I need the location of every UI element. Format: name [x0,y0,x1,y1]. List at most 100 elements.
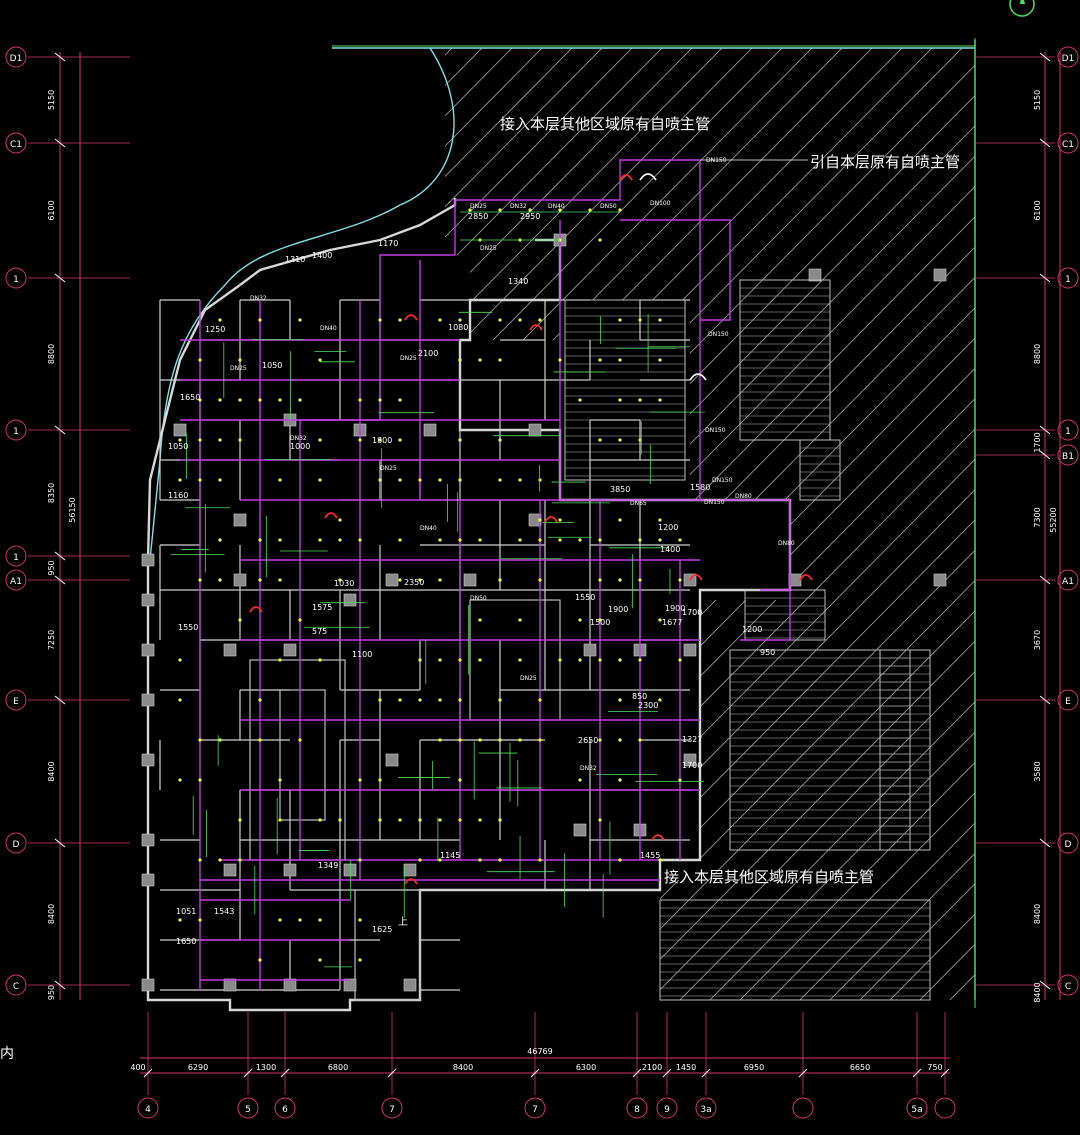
left-dim-label: 950 [47,560,56,575]
sprinkler-head [518,478,522,482]
hatch-line [969,48,975,1000]
column [233,573,247,587]
column [141,753,155,767]
edge-text: 内 [0,1046,14,1062]
hatch-line [489,48,975,1000]
left-axis-bubble [5,689,27,711]
sprinkler-head [278,818,282,822]
sprinkler-head [418,658,422,662]
bottom-axis-label: 8 [634,1105,640,1115]
branch-pipe-label: DN40 [548,203,565,210]
sprinkler-head [318,478,322,482]
door-swing [689,373,707,381]
room-dim-label: 1200 [742,625,762,634]
bottom-tick [530,1068,540,1078]
branch-pipe-label: DN32 [250,295,267,302]
sprinkler-head [598,358,602,362]
sprinkler-head [478,618,482,622]
room-dim-label: 1500 [590,618,610,627]
sprinkler-head [458,738,462,742]
right-tick [1039,450,1051,460]
right-axis-bubble [1057,569,1079,591]
sprinkler-head [298,918,302,922]
right-axis-bubble [1057,444,1079,466]
left-axis-label: D1 [10,54,23,64]
left-axis-grid: D1C1111A1EDC5150610088008350950725084008… [5,46,130,1000]
bottom-axis-bubble [274,1097,296,1119]
left-axis-bubble [5,569,27,591]
room-dimension-lines [170,211,705,968]
bottom-tick [940,1068,950,1078]
sprinkler-head [658,398,662,402]
sprinkler-head [178,438,182,442]
shaft-outline [729,649,911,851]
main-pipe-label: DN150 [704,499,725,506]
sprinkler-head [658,318,662,322]
sprinkler-head [458,538,462,542]
column [385,753,399,767]
room-dim-label: 3850 [610,485,630,494]
sprinkler-head [618,518,622,522]
sprinkler-head [468,208,472,212]
bottom-axis-label: 9 [664,1105,670,1115]
sprinkler-head [378,438,382,442]
sprinkler-head [178,478,182,482]
hatch-line [445,48,851,1000]
room-dim-label: 1650 [176,937,196,946]
left-dim-label: 5150 [47,90,56,110]
note-source-right: 引自本层原有自喷主管 [810,153,960,171]
north-arrow-icon [1009,0,1035,17]
bottom-axis-bubble [792,1097,814,1119]
right-axis-bubble [1057,132,1079,154]
left-axis-bubble [5,832,27,854]
branch-pipe-label: DN32 [290,435,307,442]
sprinkler-head [238,858,242,862]
sprinkler-head [618,438,622,442]
sprinkler-head [618,858,622,862]
bottom-axis-bubble [381,1097,403,1119]
room-dim-label: 1000 [290,442,310,451]
room-dim-label: 2300 [638,701,658,710]
sprinkler-head [238,358,242,362]
sprinkler-head [278,778,282,782]
left-dim-label: 8800 [47,344,56,364]
bottom-axis-label: 7 [389,1105,395,1115]
hatch-line [445,48,975,1000]
room-dim-label: 1455 [640,851,660,860]
column [683,643,697,657]
sprinkler-head [638,538,642,542]
room-dim-label: 1700 [682,761,702,770]
sprinkler-head [418,858,422,862]
sprinkler-head [528,208,532,212]
branch-pipe-label: DN50 [600,203,617,210]
hatch-line [0,40,430,1010]
right-axis-bubble [1057,832,1079,854]
sprinkler-head [438,578,442,582]
sprinkler-head [198,578,202,582]
sprinkler-head [588,208,592,212]
left-dim-label: 8350 [47,483,56,503]
sprinkler-head [598,578,602,582]
stair-bottom [354,889,421,1001]
sprinkler-head [258,738,262,742]
sprinkler-head [618,358,622,362]
bottom-tick [701,1068,711,1078]
left-tick [54,138,66,148]
stair-shafts [564,279,931,1001]
sprinkler-head [418,818,422,822]
room-dim-label: 1700 [682,608,702,617]
hatch-line [519,48,975,1000]
sprinkler-head [278,918,282,922]
bottom-axis-bubble [137,1097,159,1119]
left-dim-label: 8400 [47,904,56,924]
bottom-dim-label: 6800 [328,1063,348,1072]
sprinkler-head [498,208,502,212]
sprinkler-head [578,398,582,402]
left-dim-label: 7250 [47,630,56,650]
left-tick [54,52,66,62]
right-axis-label: B1 [1062,452,1074,462]
sprinkler-head [678,578,682,582]
right-dim-label: 3670 [1033,630,1042,650]
sprinkler-head [278,478,282,482]
